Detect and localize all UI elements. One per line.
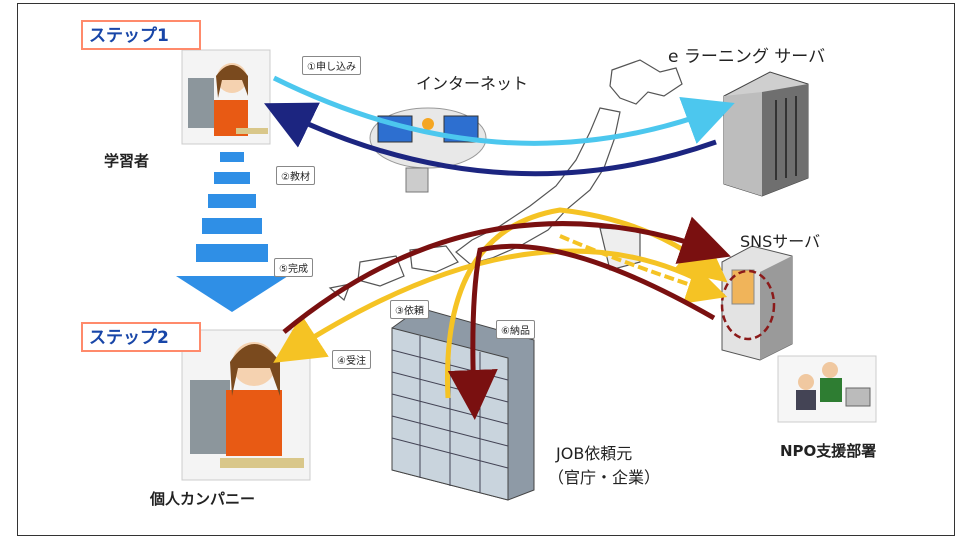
step-down-arrow <box>176 152 288 312</box>
elearning-server-label: e ラーニング サーバ <box>668 47 826 67</box>
job-client-label-line1: JOB依頼元 <box>556 444 633 463</box>
elearning-server-illustration <box>723 71 809 197</box>
step2-label: ステップ2 <box>81 322 201 352</box>
flow-label-request: ③依頼 <box>390 300 429 319</box>
flow-apply-arrow <box>272 75 735 146</box>
flow-complete-arrow <box>282 216 731 334</box>
flow-material-arrow <box>264 102 717 177</box>
flow-order-arrow <box>273 248 716 363</box>
npo-illustration <box>777 355 877 423</box>
learner-illustration <box>181 49 271 145</box>
npo-label: NPO支援部署 <box>780 442 877 460</box>
flow-order-arrow-2 <box>559 234 728 304</box>
flow-label-order: ④受注 <box>332 350 371 369</box>
flow-label-material: ②教材 <box>276 166 315 185</box>
flow-label-deliver: ⑥納品 <box>496 320 535 339</box>
personal-company-label: 個人カンパニー <box>150 490 256 508</box>
sns-server-illustration <box>720 245 793 361</box>
flow-label-complete: ⑤完成 <box>274 258 313 277</box>
flow-deliver-arrow <box>447 243 716 420</box>
flow-label-apply: ①申し込み <box>302 56 361 75</box>
japan-map <box>328 59 683 302</box>
flow-request-arrow <box>445 207 728 399</box>
step1-label: ステップ1 <box>81 20 201 50</box>
learner-label: 学習者 <box>104 152 150 170</box>
sns-server-label: SNSサーバ <box>740 232 821 251</box>
job-client-label-line2: （官庁・企業） <box>548 468 661 487</box>
diagram-frame <box>17 3 955 536</box>
internet-label: インターネット <box>416 74 529 93</box>
